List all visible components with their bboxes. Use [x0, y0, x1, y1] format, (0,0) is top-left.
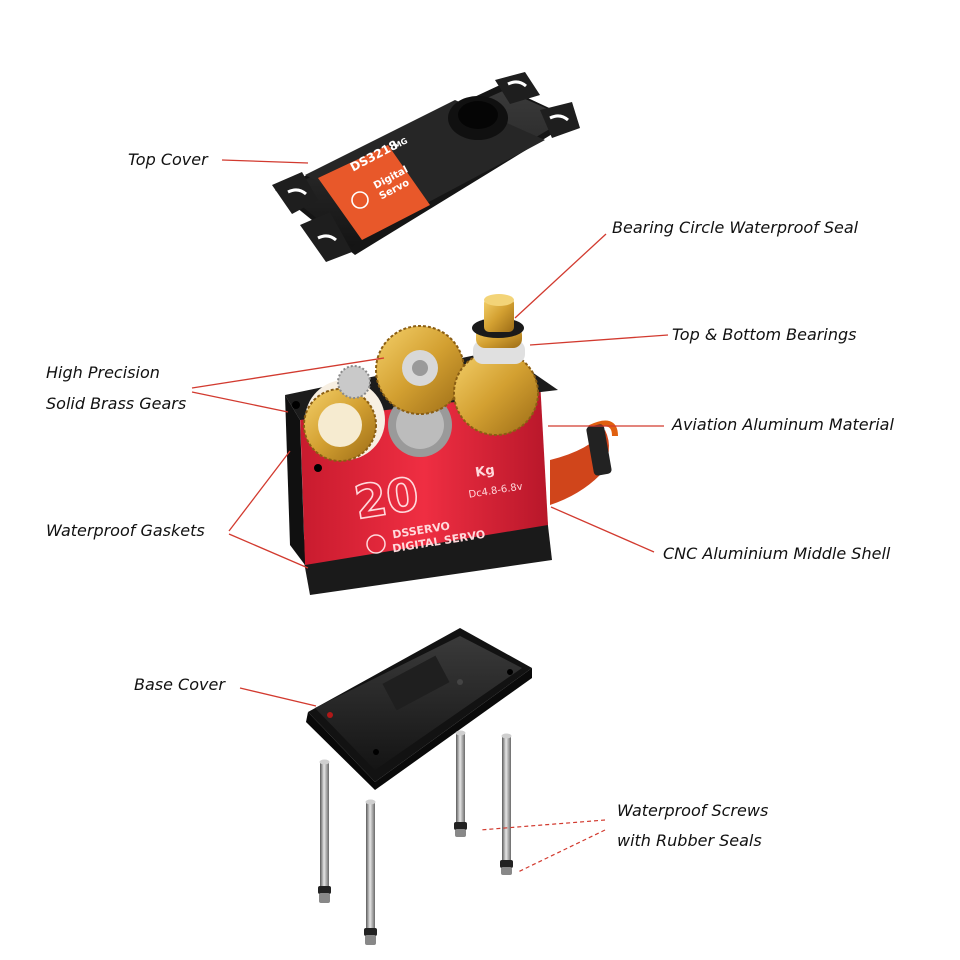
servo-body-part: 20 Kg Dc4.8-6.8v DSSERVO DIGITAL SERVO	[285, 294, 618, 595]
label-base-cover: Base Cover	[134, 675, 225, 694]
label-aluminum: Aviation Aluminum Material	[672, 415, 894, 434]
label-screws-line1: Waterproof Screws	[617, 801, 769, 820]
label-bearings: Top & Bottom Bearings	[672, 325, 857, 344]
base-cover-part	[306, 628, 532, 790]
label-screws-line2: with Rubber Seals	[617, 831, 762, 850]
leader-gaskets-b	[228, 533, 309, 569]
leader-gaskets-a	[228, 450, 291, 532]
screw-2	[364, 799, 377, 945]
label-gears-line2: Solid Brass Gears	[46, 394, 187, 413]
unit-print: Kg	[474, 463, 495, 481]
label-gears-line1: High Precision	[46, 363, 160, 382]
label-bearing-seal: Bearing Circle Waterproof Seal	[612, 218, 859, 237]
leader-gears-b	[191, 391, 289, 413]
screw-4	[500, 733, 513, 875]
leader-lines	[191, 159, 669, 873]
leader-top-cover	[221, 159, 309, 164]
leader-middle-shell	[550, 506, 655, 553]
label-gaskets: Waterproof Gaskets	[46, 521, 205, 540]
screws-part	[318, 730, 513, 945]
torque-print: 20	[351, 466, 423, 529]
screw-3	[454, 730, 467, 837]
label-top-cover: Top Cover	[128, 150, 208, 169]
leader-base-cover	[239, 687, 317, 707]
leader-bearing-seal	[514, 233, 607, 319]
leader-screws-b	[517, 829, 606, 873]
leader-bearings	[529, 334, 669, 346]
label-middle-shell: CNC Aluminium Middle Shell	[663, 544, 891, 563]
leader-gears-a	[191, 357, 385, 389]
screw-1	[318, 759, 331, 903]
top-cover-part	[272, 72, 580, 262]
leader-screws-a	[479, 819, 606, 831]
